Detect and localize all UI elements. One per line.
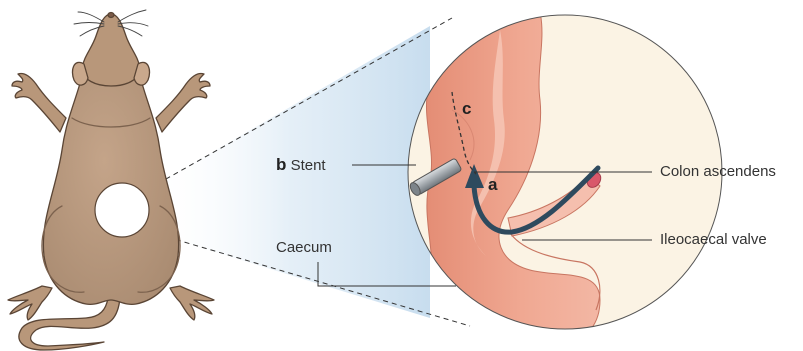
mouse-left-arm xyxy=(12,73,66,132)
mouse-right-foot xyxy=(170,286,214,320)
label-stent-group: b Stent xyxy=(276,156,326,175)
label-colon-ascendens: Colon ascendens xyxy=(660,163,776,181)
label-a: a xyxy=(488,176,497,194)
label-ileocaecal-valve: Ileocaecal valve xyxy=(660,231,767,249)
label-caecum: Caecum xyxy=(276,239,332,257)
label-c: c xyxy=(462,100,471,118)
label-stent-text: Stent xyxy=(291,157,326,174)
mouse-nose xyxy=(108,13,114,18)
mouse-head xyxy=(82,14,140,86)
mouse-right-arm xyxy=(156,73,210,132)
abdomen-window xyxy=(95,183,149,237)
label-b-letter: b xyxy=(276,155,286,174)
mouse-left-foot xyxy=(8,286,52,320)
